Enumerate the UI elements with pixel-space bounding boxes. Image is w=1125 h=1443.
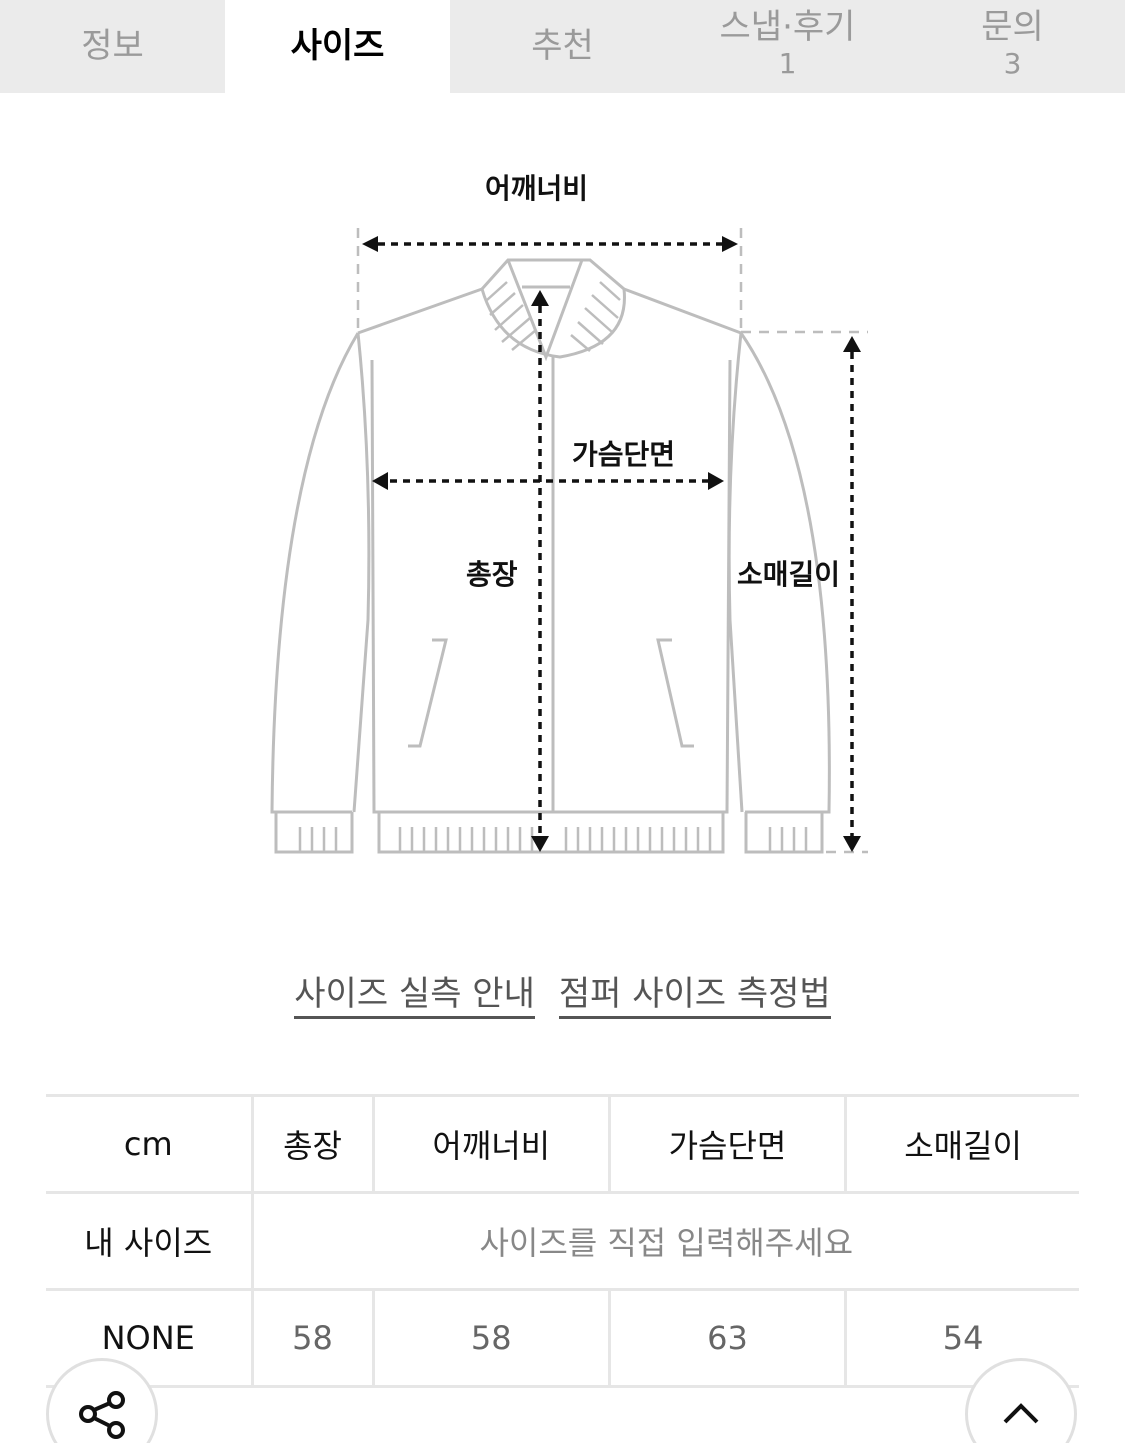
tab-label: 정보: [81, 25, 144, 66]
size-value: 63: [607, 1288, 846, 1388]
shoulder-width-label: 어깨너비: [485, 172, 589, 205]
tab-recommend[interactable]: 추천: [450, 0, 675, 93]
table-header-row: cm 총장 어깨너비 가슴단면 소매길이: [46, 1094, 1079, 1194]
size-guide-links: 사이즈 실측 안내 점퍼 사이즈 측정법: [0, 974, 1125, 1020]
chevron-up-icon: [1003, 1403, 1039, 1424]
tab-label: 사이즈: [290, 25, 385, 66]
size-table: cm 총장 어깨너비 가슴단면 소매길이 내 사이즈 사이즈를 직접 입력해주세…: [46, 1094, 1079, 1388]
my-size-label: 내 사이즈: [46, 1191, 252, 1291]
tab-inquiry[interactable]: 문의 3: [900, 0, 1125, 93]
tab-size[interactable]: 사이즈: [225, 0, 450, 93]
size-measurement-guide-link[interactable]: 사이즈 실측 안내: [294, 974, 535, 1020]
jumper-measure-method-link[interactable]: 점퍼 사이즈 측정법: [558, 974, 831, 1020]
tab-label: 문의: [981, 6, 1044, 47]
size-value: 58: [371, 1288, 610, 1388]
unit-header: cm: [46, 1094, 252, 1194]
tab-label: 추천: [531, 25, 594, 66]
column-header: 어깨너비: [371, 1094, 610, 1194]
tab-label: 스냅·후기: [719, 6, 856, 47]
chest-width-label: 가슴단면: [572, 438, 676, 471]
jacket-outline-illustration: [270, 228, 868, 854]
my-size-row: 내 사이즈 사이즈를 직접 입력해주세요: [46, 1191, 1079, 1291]
share-icon: [79, 1391, 125, 1439]
column-header: 가슴단면: [607, 1094, 846, 1194]
scroll-to-top-button[interactable]: [965, 1358, 1077, 1443]
size-value: 58: [250, 1288, 374, 1388]
tab-snap-review[interactable]: 스냅·후기 1: [675, 0, 900, 93]
share-button[interactable]: [46, 1358, 158, 1443]
table-row: NONE 58 58 63 54: [46, 1288, 1079, 1388]
tab-count: 1: [778, 47, 797, 81]
sleeve-length-label: 소매길이: [737, 558, 841, 591]
total-length-label: 총장: [466, 558, 518, 591]
column-header: 총장: [250, 1094, 374, 1194]
tab-count: 3: [1003, 47, 1022, 81]
size-diagram: 어깨너비 가슴단면 총장 소매길이: [0, 93, 1125, 913]
tab-info[interactable]: 정보: [0, 0, 225, 93]
tab-bar: 정보 사이즈 추천 스냅·후기 1 문의 3: [0, 0, 1125, 93]
column-header: 소매길이: [844, 1094, 1079, 1194]
my-size-input-prompt[interactable]: 사이즈를 직접 입력해주세요: [250, 1191, 1079, 1291]
